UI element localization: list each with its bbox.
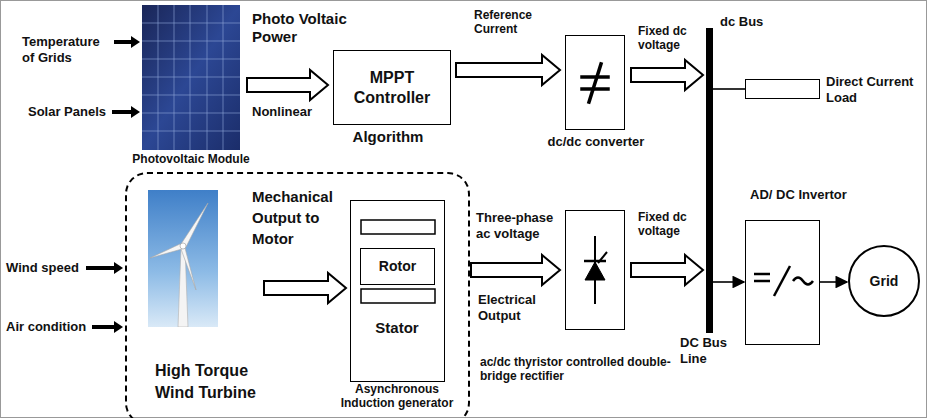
block-arrow	[456, 55, 560, 85]
input-arrows	[86, 36, 140, 333]
pv-module: Photovoltaic Module	[140, 5, 242, 150]
edge-label: Mechanical Output to Motor	[252, 186, 352, 249]
thyristor-symbol	[584, 236, 607, 304]
input-arrow-head	[114, 321, 123, 333]
panel-body	[142, 5, 240, 150]
annotation-label: Nonlinear	[252, 104, 332, 120]
block-arrow	[264, 273, 346, 303]
turbine-blade	[150, 244, 182, 258]
turbine-hub	[180, 243, 186, 249]
turbine-blade	[181, 203, 208, 247]
turbine-group: High Torque Wind TurbineStatorAsynchrono…	[125, 172, 470, 418]
edge-label: Fixed dc voltage	[638, 210, 700, 239]
stator-bar	[361, 289, 435, 303]
input-arrow-head	[131, 106, 140, 118]
controller-box: MPPT ControllerAlgorithm	[333, 50, 451, 125]
converter-box: dc/dc converter	[565, 35, 625, 130]
converter-symbol	[582, 64, 608, 102]
generator-box: StatorAsynchronous Induction generatorRo…	[350, 200, 445, 382]
input-arrow-head	[114, 262, 123, 274]
node-text: Asynchronous Induction generator	[338, 383, 456, 411]
node-text: Direct Current Load	[826, 74, 922, 105]
block-arrow	[631, 255, 703, 285]
block-arrow	[471, 255, 560, 285]
node-text: ac/dc thyristor controlled double-bridge…	[480, 355, 680, 384]
annotation-label: Solar Panels	[28, 104, 113, 120]
rectifier-box: ac/dc thyristor controlled double-bridge…	[565, 210, 625, 330]
inverter-box: AD/ DC Invertor	[745, 220, 820, 345]
load-box: Direct Current Load	[745, 79, 820, 99]
panel-cells	[142, 5, 240, 150]
annotation-label: Air condition	[6, 319, 92, 335]
annotation-label: Temperature of Grids	[22, 34, 112, 65]
node-text: dc/dc converter	[542, 134, 650, 150]
block-arrow	[247, 70, 328, 100]
dc-bus: dc BusDC Bus Line	[706, 28, 713, 333]
wind-turbine: High Torque Wind Turbine	[147, 190, 259, 415]
stator-bar	[361, 220, 435, 234]
input-arrow-shaft	[86, 266, 115, 270]
input-arrow-head	[131, 36, 140, 48]
input-arrow-shaft	[112, 110, 132, 114]
grid-circle: Grid	[848, 245, 920, 317]
connector-line	[713, 281, 744, 283]
node-text: AD/ DC Invertor	[750, 187, 860, 203]
edge-label: Three-phase ac voltage	[476, 210, 560, 241]
solar-panel-picture	[142, 5, 240, 150]
node-text: dc Bus	[720, 14, 780, 30]
node-text: Algorithm	[332, 128, 444, 146]
wind-turbine-picture	[148, 190, 218, 327]
edge-label: Photo Voltaic Power	[252, 10, 364, 46]
edge-label: Fixed dc voltage	[638, 24, 700, 53]
turbine-blade	[181, 248, 196, 290]
input-arrow-shaft	[114, 40, 132, 44]
input-arrow-shaft	[92, 325, 115, 329]
edge-label: Reference Current	[474, 8, 546, 37]
node-text: Stator	[350, 319, 445, 337]
annotation-label: Electrical Output	[478, 292, 562, 323]
node-text: Rotor	[379, 258, 416, 275]
sky	[148, 190, 218, 327]
node-text: High Torque Wind Turbine	[155, 360, 267, 403]
node-text: MPPT Controller	[340, 68, 444, 106]
node-text: Photovoltaic Module	[118, 152, 264, 166]
rotor-box: Rotor	[360, 248, 435, 285]
connector-line	[820, 281, 847, 283]
node-text: DC Bus Line	[680, 335, 735, 366]
block-arrow	[631, 60, 703, 90]
inverter-symbol	[754, 266, 813, 296]
annotation-label: Wind speed	[6, 260, 86, 276]
node-text: Grid	[870, 273, 899, 290]
connector-line	[713, 88, 745, 90]
